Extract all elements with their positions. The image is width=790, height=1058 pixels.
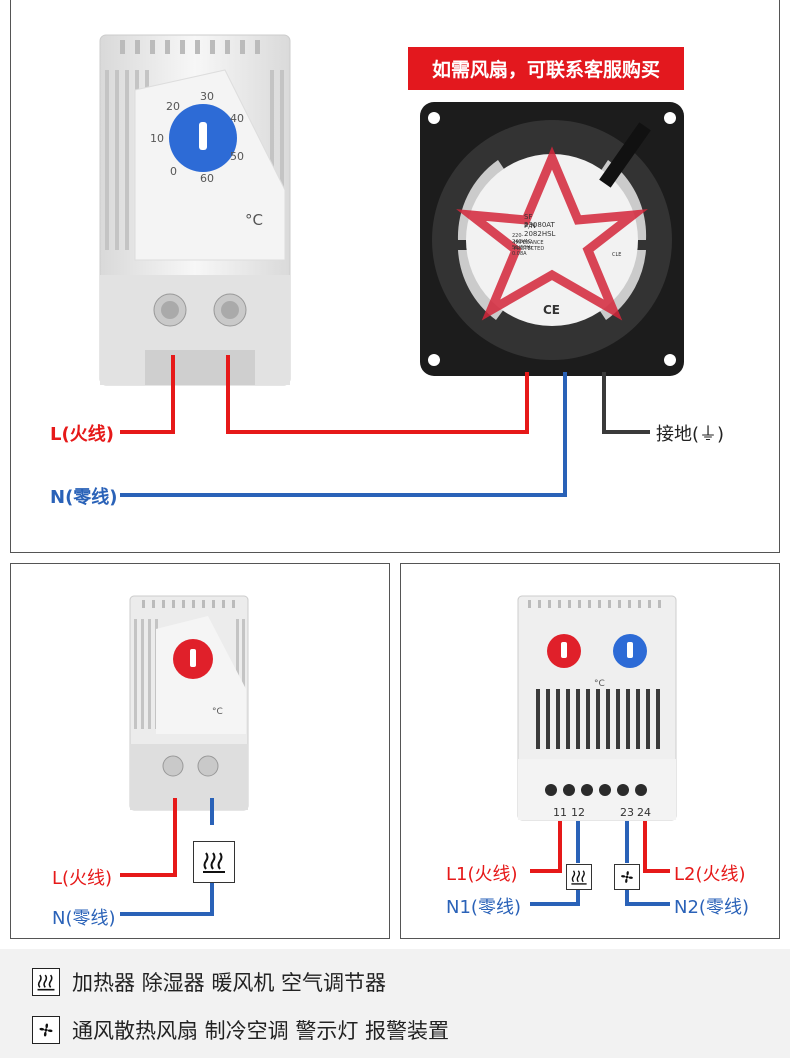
terminal-label: 11 bbox=[553, 806, 567, 819]
top-wires bbox=[120, 355, 650, 497]
heater-symbol-box bbox=[566, 864, 592, 890]
terminal-label: 12 bbox=[571, 806, 585, 819]
legend-heater-text: 加热器 除湿器 暖风机 空气调节器 bbox=[72, 971, 387, 995]
fan-model: SF 23080AT bbox=[524, 213, 555, 229]
fan-icon bbox=[32, 1016, 60, 1044]
svg-text:°C: °C bbox=[212, 707, 223, 717]
fan-pn: P/N 2082HSL bbox=[524, 222, 556, 238]
dual-wires bbox=[530, 821, 670, 906]
legend-heater-row: 加热器 除湿器 暖风机 空气调节器 bbox=[32, 967, 386, 997]
heater-wires bbox=[120, 798, 214, 916]
neutral-wire-label: N(零线) bbox=[50, 487, 118, 508]
celsius-unit: °C bbox=[245, 211, 263, 229]
heater-icon bbox=[32, 968, 60, 996]
neutral-wire-2-label: N2(零线) bbox=[674, 897, 749, 918]
svg-text:°C: °C bbox=[594, 679, 605, 689]
live-wire-label: L(火线) bbox=[50, 424, 114, 445]
legend-fan-text: 通风散热风扇 制冷空调 警示灯 报警装置 bbox=[72, 1019, 450, 1043]
live-wire-2-label: L2(火线) bbox=[674, 864, 746, 885]
neutral-wire-1-label: N1(零线) bbox=[446, 897, 521, 918]
fan-cle: CLE bbox=[612, 252, 622, 258]
dial-number: 40 bbox=[230, 112, 244, 125]
terminal-label: 23 bbox=[620, 806, 634, 819]
terminal-label: 24 bbox=[637, 806, 651, 819]
fan-purchase-banner: 如需风扇，可联系客服购买 bbox=[408, 47, 684, 90]
live-wire-label: L(火线) bbox=[52, 868, 113, 889]
heater-icon bbox=[571, 870, 587, 885]
fan-icon bbox=[621, 871, 633, 883]
fan-symbol-box bbox=[614, 864, 640, 890]
fan-ce-mark: CE bbox=[543, 303, 561, 317]
fan-protection: IMPEDANCE PROTECTED bbox=[514, 240, 545, 252]
thermostat-red-device: °C bbox=[129, 595, 249, 811]
heater-icon bbox=[203, 852, 225, 873]
dial-number: 20 bbox=[166, 100, 180, 113]
thermostat-blue-device: °C bbox=[99, 34, 291, 386]
heater-symbol-box bbox=[193, 841, 235, 883]
dial-number: 50 bbox=[230, 150, 244, 163]
cooling-fan bbox=[420, 102, 684, 376]
dial-number: 60 bbox=[200, 172, 214, 185]
ground-wire-label: 接地(⏚) bbox=[656, 424, 725, 445]
dial-number: 0 bbox=[170, 165, 177, 178]
neutral-wire-label: N(零线) bbox=[52, 908, 116, 929]
fan-rating: 220-240VAC 50/60Hz 0.08A bbox=[512, 233, 533, 257]
dial-number: 10 bbox=[150, 132, 164, 145]
legend-fan-row: 通风散热风扇 制冷空调 警示灯 报警装置 bbox=[32, 1015, 449, 1045]
dial-number: 30 bbox=[200, 90, 214, 103]
symbol-legend: 加热器 除湿器 暖风机 空气调节器 通风散热风扇 制冷空调 警示灯 报警装置 bbox=[0, 949, 790, 1058]
dual-thermostat-device: °C bbox=[517, 595, 677, 821]
live-wire-1-label: L1(火线) bbox=[446, 864, 518, 885]
